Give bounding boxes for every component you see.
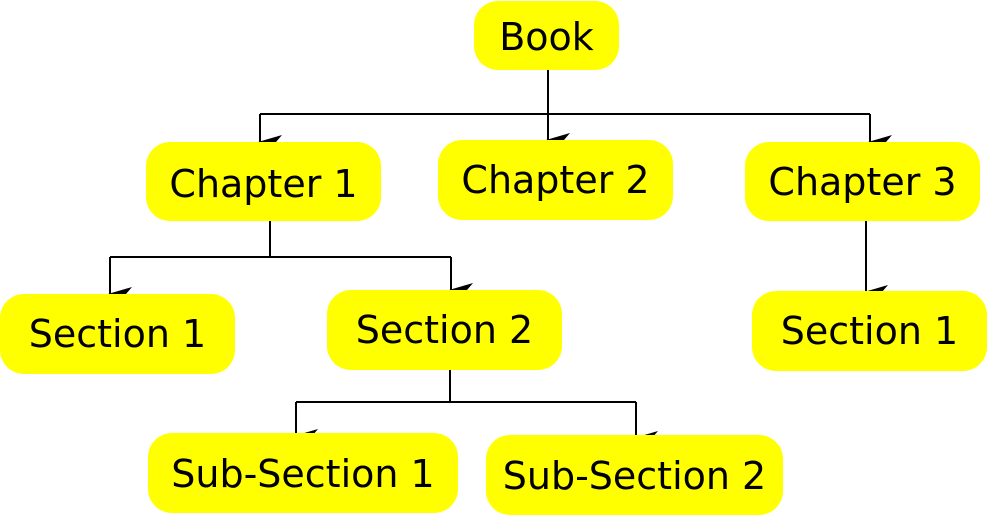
- node-chapter-2: Chapter 2: [438, 140, 673, 220]
- node-sub-section-1: Sub-Section 1: [148, 433, 458, 513]
- connector-chapter-1-to-sections: [108, 221, 473, 301]
- connector-section-2-to-sub-sections: [294, 370, 658, 445]
- node-sub-section-2: Sub-Section 2: [486, 435, 783, 515]
- connector-book-to-chapters: [258, 70, 892, 149]
- node-chapter-3-section-1: Section 1: [752, 291, 987, 371]
- node-chapter-1: Chapter 1: [146, 142, 381, 221]
- node-book: Book: [474, 1, 619, 70]
- node-chapter-1-section-1: Section 1: [0, 294, 235, 374]
- node-chapter-3: Chapter 3: [745, 142, 980, 221]
- node-chapter-1-section-2: Section 2: [327, 290, 562, 370]
